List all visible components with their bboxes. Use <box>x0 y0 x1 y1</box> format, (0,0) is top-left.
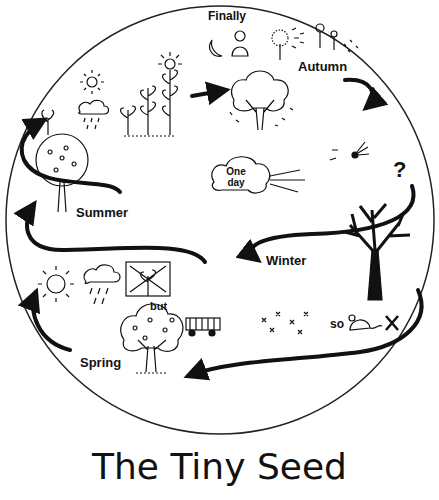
illustration-stroke <box>138 340 166 372</box>
illustration-stroke <box>130 266 166 296</box>
illustration-stroke <box>80 70 104 94</box>
stage-label: Spring <box>80 356 121 370</box>
border-circle <box>6 6 434 434</box>
illustration-stroke <box>189 330 195 336</box>
illustration-stroke <box>42 110 54 135</box>
illustration-stroke <box>212 157 270 193</box>
illustration-stroke <box>232 71 288 111</box>
illustration-stroke <box>190 318 214 330</box>
illustration-stroke <box>333 37 334 50</box>
illustration-stroke <box>192 90 226 96</box>
illustration-stroke <box>38 266 74 302</box>
illustration-stroke <box>48 146 76 172</box>
illustration-stroke <box>270 170 305 192</box>
illustration-stroke <box>22 120 120 192</box>
illustration-stroke <box>87 77 97 87</box>
illustration-stroke <box>126 262 170 296</box>
illustration-stroke <box>158 52 182 64</box>
illustration-stroke <box>165 59 175 69</box>
illustration-stroke <box>79 100 109 114</box>
illustration-stroke <box>84 118 99 129</box>
illustration-stroke <box>370 326 382 329</box>
illustration-stroke <box>246 100 274 130</box>
arrows <box>22 80 422 376</box>
illustration-stroke <box>90 288 108 304</box>
illustration-stroke <box>345 80 373 108</box>
illustration-stroke <box>292 28 304 48</box>
illustration-stroke <box>352 152 358 158</box>
illustration-stroke <box>368 250 382 300</box>
illustration-stroke <box>344 40 358 52</box>
illustration-stroke <box>331 31 337 37</box>
illustration-stroke <box>209 330 215 336</box>
illustration-stroke <box>188 290 421 376</box>
illustration-stroke <box>252 186 414 260</box>
illustration-stroke <box>136 372 168 373</box>
illustration-stroke <box>121 106 136 135</box>
illustration-stroke <box>319 32 320 48</box>
illustration-stroke <box>36 134 88 186</box>
illustration-stroke <box>272 30 288 46</box>
illustration-stroke <box>235 31 245 41</box>
illustration-stroke <box>330 142 369 160</box>
illustration-stroke <box>262 312 308 334</box>
title: The Tiny Seed <box>0 446 439 487</box>
illustration-stroke <box>141 86 156 135</box>
stage-label: but <box>150 300 167 312</box>
illustration-stroke <box>349 315 355 321</box>
illustration-stroke <box>33 292 70 350</box>
question-mark: ? <box>393 158 406 182</box>
stage-label: Autumn <box>298 60 347 74</box>
illustration-stroke <box>47 275 65 293</box>
illustration-stroke <box>345 204 410 252</box>
illustration-stroke <box>210 40 222 56</box>
stage-label: so <box>330 318 344 331</box>
illustration-stroke <box>186 318 220 330</box>
stage-label: One day <box>222 166 250 188</box>
illustration-stroke <box>163 70 178 135</box>
illustration-stroke <box>133 318 174 340</box>
pictures <box>36 24 410 373</box>
illustration-stroke <box>386 316 398 330</box>
illustration-stroke <box>230 108 293 126</box>
illustration-stroke <box>232 47 248 56</box>
stage-label: Winter <box>266 254 306 268</box>
illustration-stroke <box>316 24 324 32</box>
stage-label: Finally <box>208 10 246 23</box>
illustration-stroke <box>124 135 176 136</box>
stage-label: Summer <box>76 206 128 220</box>
illustration-stroke <box>27 204 205 262</box>
illustration-stroke <box>84 265 120 284</box>
